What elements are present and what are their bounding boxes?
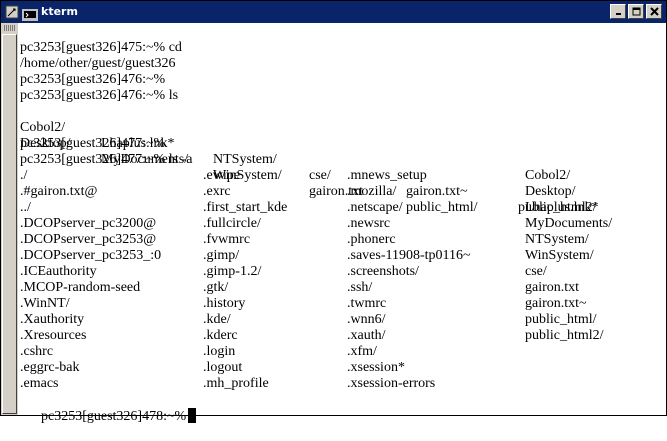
ls-a-entry: .DCOPserver_pc3253_:0 — [20, 248, 162, 263]
ls-a-entry: gairon.txt~ — [525, 296, 587, 311]
ls-row: Cobol2/ Lhaplus.lnk* NTSystem/ cse/ gair… — [20, 104, 597, 215]
ls-entry: WinSystem/ — [213, 168, 282, 183]
scrollbar-thumb[interactable] — [2, 34, 17, 414]
ls-a-entry: .wnn6/ — [347, 312, 386, 327]
ls-a-entry: .first_start_kde — [203, 200, 288, 215]
ls-a-entry: MyDocuments/ — [525, 216, 613, 231]
terminal-line: /home/other/guest/guest326 — [20, 56, 176, 71]
close-button[interactable] — [646, 4, 662, 19]
ls-a-entry: .phonerc — [347, 232, 396, 247]
ls-a-entry: .logout — [203, 360, 243, 375]
ls-a-entry: .kderc — [203, 328, 238, 343]
close-icon — [650, 7, 659, 16]
ls-entry: public_html2/ — [518, 200, 597, 215]
ls-a-entry: .newsrc — [347, 216, 391, 231]
ls-a-entry: .netscape/ — [347, 200, 403, 215]
ls-a-entry: .MCOP-random-seed — [20, 280, 141, 295]
ls-a-entry: .Xauthority — [20, 312, 85, 327]
ls-a-entry: NTSystem/ — [525, 232, 589, 247]
terminal-app-icon — [22, 6, 38, 21]
terminal-line: pc3253[guest326]476:~% ls — [20, 88, 179, 103]
ls-a-entry: .exrc — [203, 184, 231, 199]
ls-entry: MyDocuments/ — [101, 152, 189, 167]
ls-a-entry: Cobol2/ — [525, 168, 571, 183]
ls-a-entry: .ewipe — [203, 168, 240, 183]
ls-a-entry: .mh_profile — [203, 376, 269, 391]
ls-a-entry: .ICEauthority — [20, 264, 97, 279]
ls-a-entry: .kde/ — [203, 312, 231, 327]
ls-a-entry: .Xresources — [20, 328, 87, 343]
ls-a-entry: .xsession-errors — [347, 376, 436, 391]
ls-a-entry: .gimp/ — [203, 248, 240, 263]
ls-a-entry: .xsession* — [347, 360, 405, 375]
window-menu-icon[interactable] — [5, 4, 19, 19]
ls-a-entry: ./ — [20, 168, 28, 183]
ls-a-entry: Desktop/ — [525, 184, 576, 199]
window-title: kterm — [41, 5, 78, 18]
ls-a-entry: .WinNT/ — [20, 296, 70, 311]
ls-entry: gairon.txt — [309, 184, 364, 199]
ls-a-entry: .twmrc — [347, 296, 387, 311]
ls-a-entry: .eggrc-bak — [20, 360, 80, 375]
ls-a-entry: .login — [203, 344, 236, 359]
ls-entry: Lhaplus.lnk* — [101, 136, 175, 151]
ls-entry: NTSystem/ — [213, 152, 277, 167]
ls-a-entry: .emacs — [20, 376, 59, 391]
terminal-window: kterm pc3253[guest326]475:~% cd /home/ot… — [0, 0, 667, 424]
terminal-line: pc3253[guest326]475:~% cd — [20, 40, 182, 55]
ls-entry: Desktop/ — [20, 136, 71, 151]
ls-entry: Cobol2/ — [20, 120, 66, 135]
ls-a-entry: .xfm/ — [347, 344, 377, 359]
ls-a-entry: .mozilla/ — [347, 184, 397, 199]
prompt: pc3253[guest326]478:~% — [41, 409, 187, 424]
terminal-line: pc3253[guest326]476:~% — [20, 72, 166, 87]
ls-a-entry: public_html/ — [525, 312, 597, 327]
maximize-icon — [632, 7, 641, 16]
ls-a-entry: .cshrc — [20, 344, 54, 359]
ls-a-entry: .fullcircle/ — [203, 216, 261, 231]
maximize-button[interactable] — [628, 4, 644, 19]
ls-a-entry: .DCOPserver_pc3200@ — [20, 216, 157, 231]
terminal-output[interactable]: pc3253[guest326]475:~% cd /home/other/gu… — [20, 40, 660, 424]
ls-a-entry: .saves-11908-tp0116~ — [347, 248, 471, 263]
terminal-line: pc3253[guest326]477:~% ls -a — [20, 152, 193, 167]
ls-a-entry: .gimp-1.2/ — [203, 264, 262, 279]
ls-a-entry: cse/ — [525, 264, 547, 279]
ls-a-entry: .ssh/ — [347, 280, 373, 295]
ls-row: Desktop/ MyDocuments/ WinSystem/ gairon.… — [20, 120, 478, 215]
ls-entry: cse/ — [309, 168, 331, 183]
ls-entry: gairon.txt~ — [406, 184, 468, 199]
ls-a-entry: ../ — [20, 200, 31, 215]
ls-a-entry: .#gairon.txt@ — [20, 184, 98, 199]
scrollbar-grip-icon — [4, 25, 15, 31]
ls-a-entry: .xauth/ — [347, 328, 386, 343]
title-bar[interactable]: kterm — [1, 1, 666, 23]
ls-a-entry: Lhaplus.lnk* — [525, 200, 599, 215]
ls-a-entry: .gtk/ — [203, 280, 229, 295]
ls-a-entry: .screenshots/ — [347, 264, 419, 279]
ls-a-entry: gairon.txt — [525, 280, 580, 295]
ls-a-entry: public_html2/ — [525, 328, 604, 343]
ls-a-entry: .history — [203, 296, 246, 311]
ls-a-entry: .fvwmrc — [203, 232, 251, 247]
minimize-button[interactable] — [610, 4, 626, 19]
ls-entry: public_html/ — [406, 200, 478, 215]
terminal-line: pc3253[guest326]477:~% — [20, 136, 166, 151]
minimize-icon — [616, 13, 621, 15]
ls-a-entry: .mnews_setup — [347, 168, 427, 183]
ls-a-entry: WinSystem/ — [525, 248, 594, 263]
vertical-scrollbar[interactable] — [1, 23, 18, 415]
prompt-line[interactable]: pc3253[guest326]478:~% — [20, 392, 197, 424]
ls-a-entry: .DCOPserver_pc3253@ — [20, 232, 157, 247]
